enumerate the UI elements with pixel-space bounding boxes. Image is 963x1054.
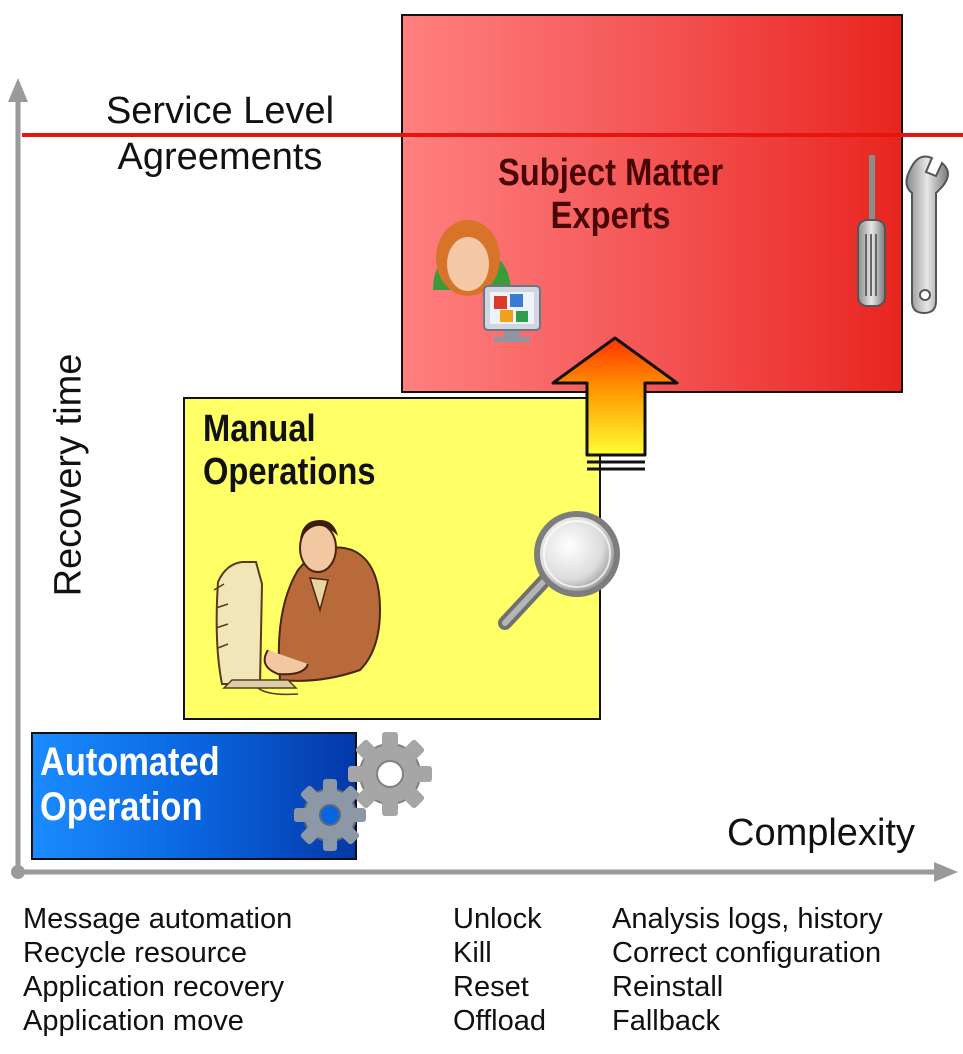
y-axis-label: Recovery time <box>47 353 90 597</box>
manual-title-line1: Manual <box>203 408 316 450</box>
auto-title-line2: Operation <box>40 784 203 829</box>
list-item: Application move <box>23 1005 244 1037</box>
office-worker-clipart-icon <box>213 520 382 696</box>
sla-label-line2: Agreements <box>117 136 323 179</box>
automated-operation-title: Automated Operation <box>40 740 220 830</box>
x-axis-label: Complexity <box>727 812 915 854</box>
escalation-arrow-icon <box>551 336 679 471</box>
list-item: Offload <box>453 1005 546 1037</box>
list-item: Kill <box>453 937 492 969</box>
list-item: Recycle resource <box>23 937 248 969</box>
list-item: Correct configuration <box>612 937 882 969</box>
sme-title: Subject Matter Experts <box>498 152 723 237</box>
list-item: Fallback <box>612 1005 720 1037</box>
list-item: Reinstall <box>612 971 724 1003</box>
sme-title-line1: Subject Matter <box>498 152 724 194</box>
list-item: Analysis logs, history <box>612 903 883 935</box>
y-axis <box>8 78 28 879</box>
sla-label: Service Level Agreements <box>70 88 370 181</box>
list-item: Reset <box>453 971 529 1003</box>
y-axis-label-wrap: Recovery time <box>44 320 94 630</box>
expert-tasks-column: Analysis logs, history Correct configura… <box>612 902 883 1038</box>
list-item: Message automation <box>23 903 293 935</box>
sme-title-line2: Experts <box>550 194 671 237</box>
magnifying-glass-icon <box>498 511 620 630</box>
list-item: Unlock <box>453 903 542 935</box>
sla-label-line1: Service Level <box>105 90 335 132</box>
screwdriver-and-wrench-icon <box>857 155 949 315</box>
list-item: Application recovery <box>23 971 285 1003</box>
gears-icon <box>294 732 432 851</box>
user-at-computer-icon <box>433 220 541 342</box>
x-axis <box>18 862 958 882</box>
actions-column: Message automation Recycle resource Appl… <box>23 902 292 1038</box>
auto-title-line1: Automated <box>40 740 220 784</box>
subject-matter-experts-box <box>401 14 903 393</box>
manual-title-line2: Operations <box>203 450 376 493</box>
manual-operations-title: Manual Operations <box>203 408 376 493</box>
commands-column: Unlock Kill Reset Offload <box>453 902 546 1038</box>
